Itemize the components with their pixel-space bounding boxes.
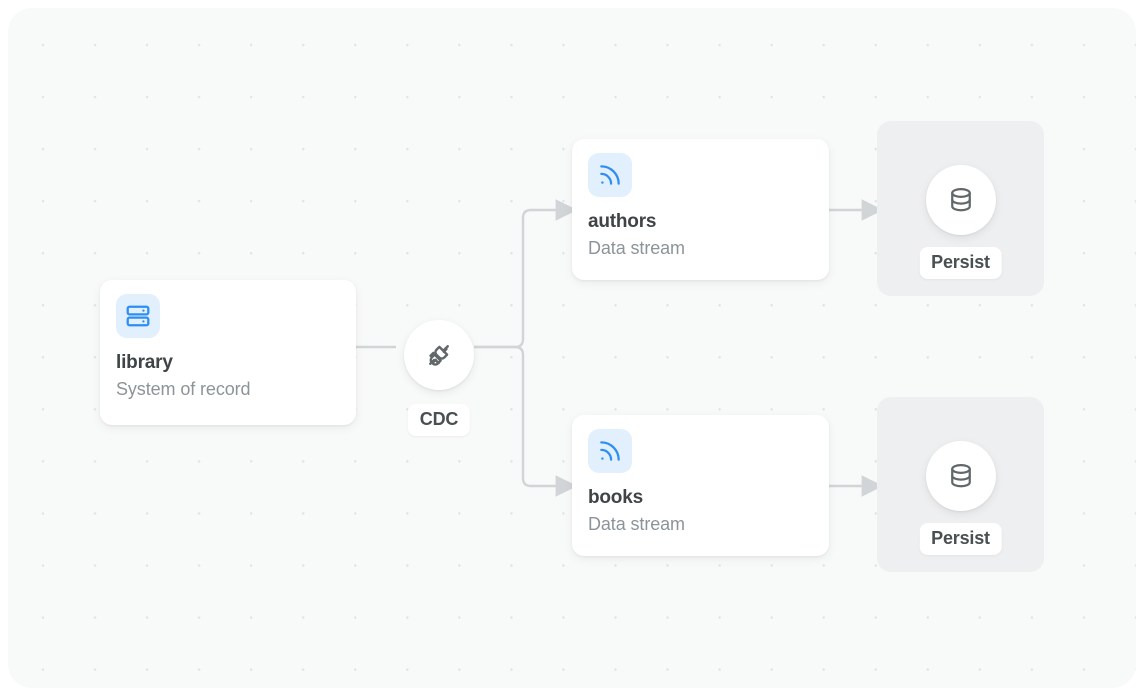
node-authors[interactable]: authors Data stream [572,139,829,280]
node-authors-title: authors [588,211,657,232]
node-books-title: books [588,487,643,508]
node-books[interactable]: books Data stream [572,415,829,556]
node-persist-authors-label: Persist [919,247,1002,279]
rss-stream-icon-tile [588,153,632,197]
edge-cdc-to-authors [474,199,578,349]
database-icon [947,462,975,490]
database-icon [947,186,975,214]
node-cdc[interactable]: CDC [404,320,474,436]
node-library-subtitle: System of record [116,378,251,399]
node-library-title: library [116,352,173,373]
diagram-canvas[interactable]: library System of record CDC [8,8,1136,688]
edge-cdc-to-books [474,345,578,497]
group-persist-authors[interactable]: Persist [877,121,1044,296]
group-persist-books[interactable]: Persist [877,397,1044,572]
node-persist-authors-circle[interactable] [925,165,996,235]
rss-stream-icon-tile [588,429,632,473]
node-cdc-label: CDC [407,404,471,436]
node-books-subtitle: Data stream [588,513,685,534]
node-library[interactable]: library System of record [100,280,356,425]
node-persist-books-label: Persist [919,523,1002,555]
unplug-icon [424,340,454,370]
node-persist-books-circle[interactable] [925,441,996,511]
rss-stream-icon [597,162,623,188]
server-icon-tile [116,294,160,338]
node-cdc-circle[interactable] [404,320,474,390]
node-authors-subtitle: Data stream [588,237,685,258]
rss-stream-icon [597,438,623,464]
server-icon [125,303,151,329]
